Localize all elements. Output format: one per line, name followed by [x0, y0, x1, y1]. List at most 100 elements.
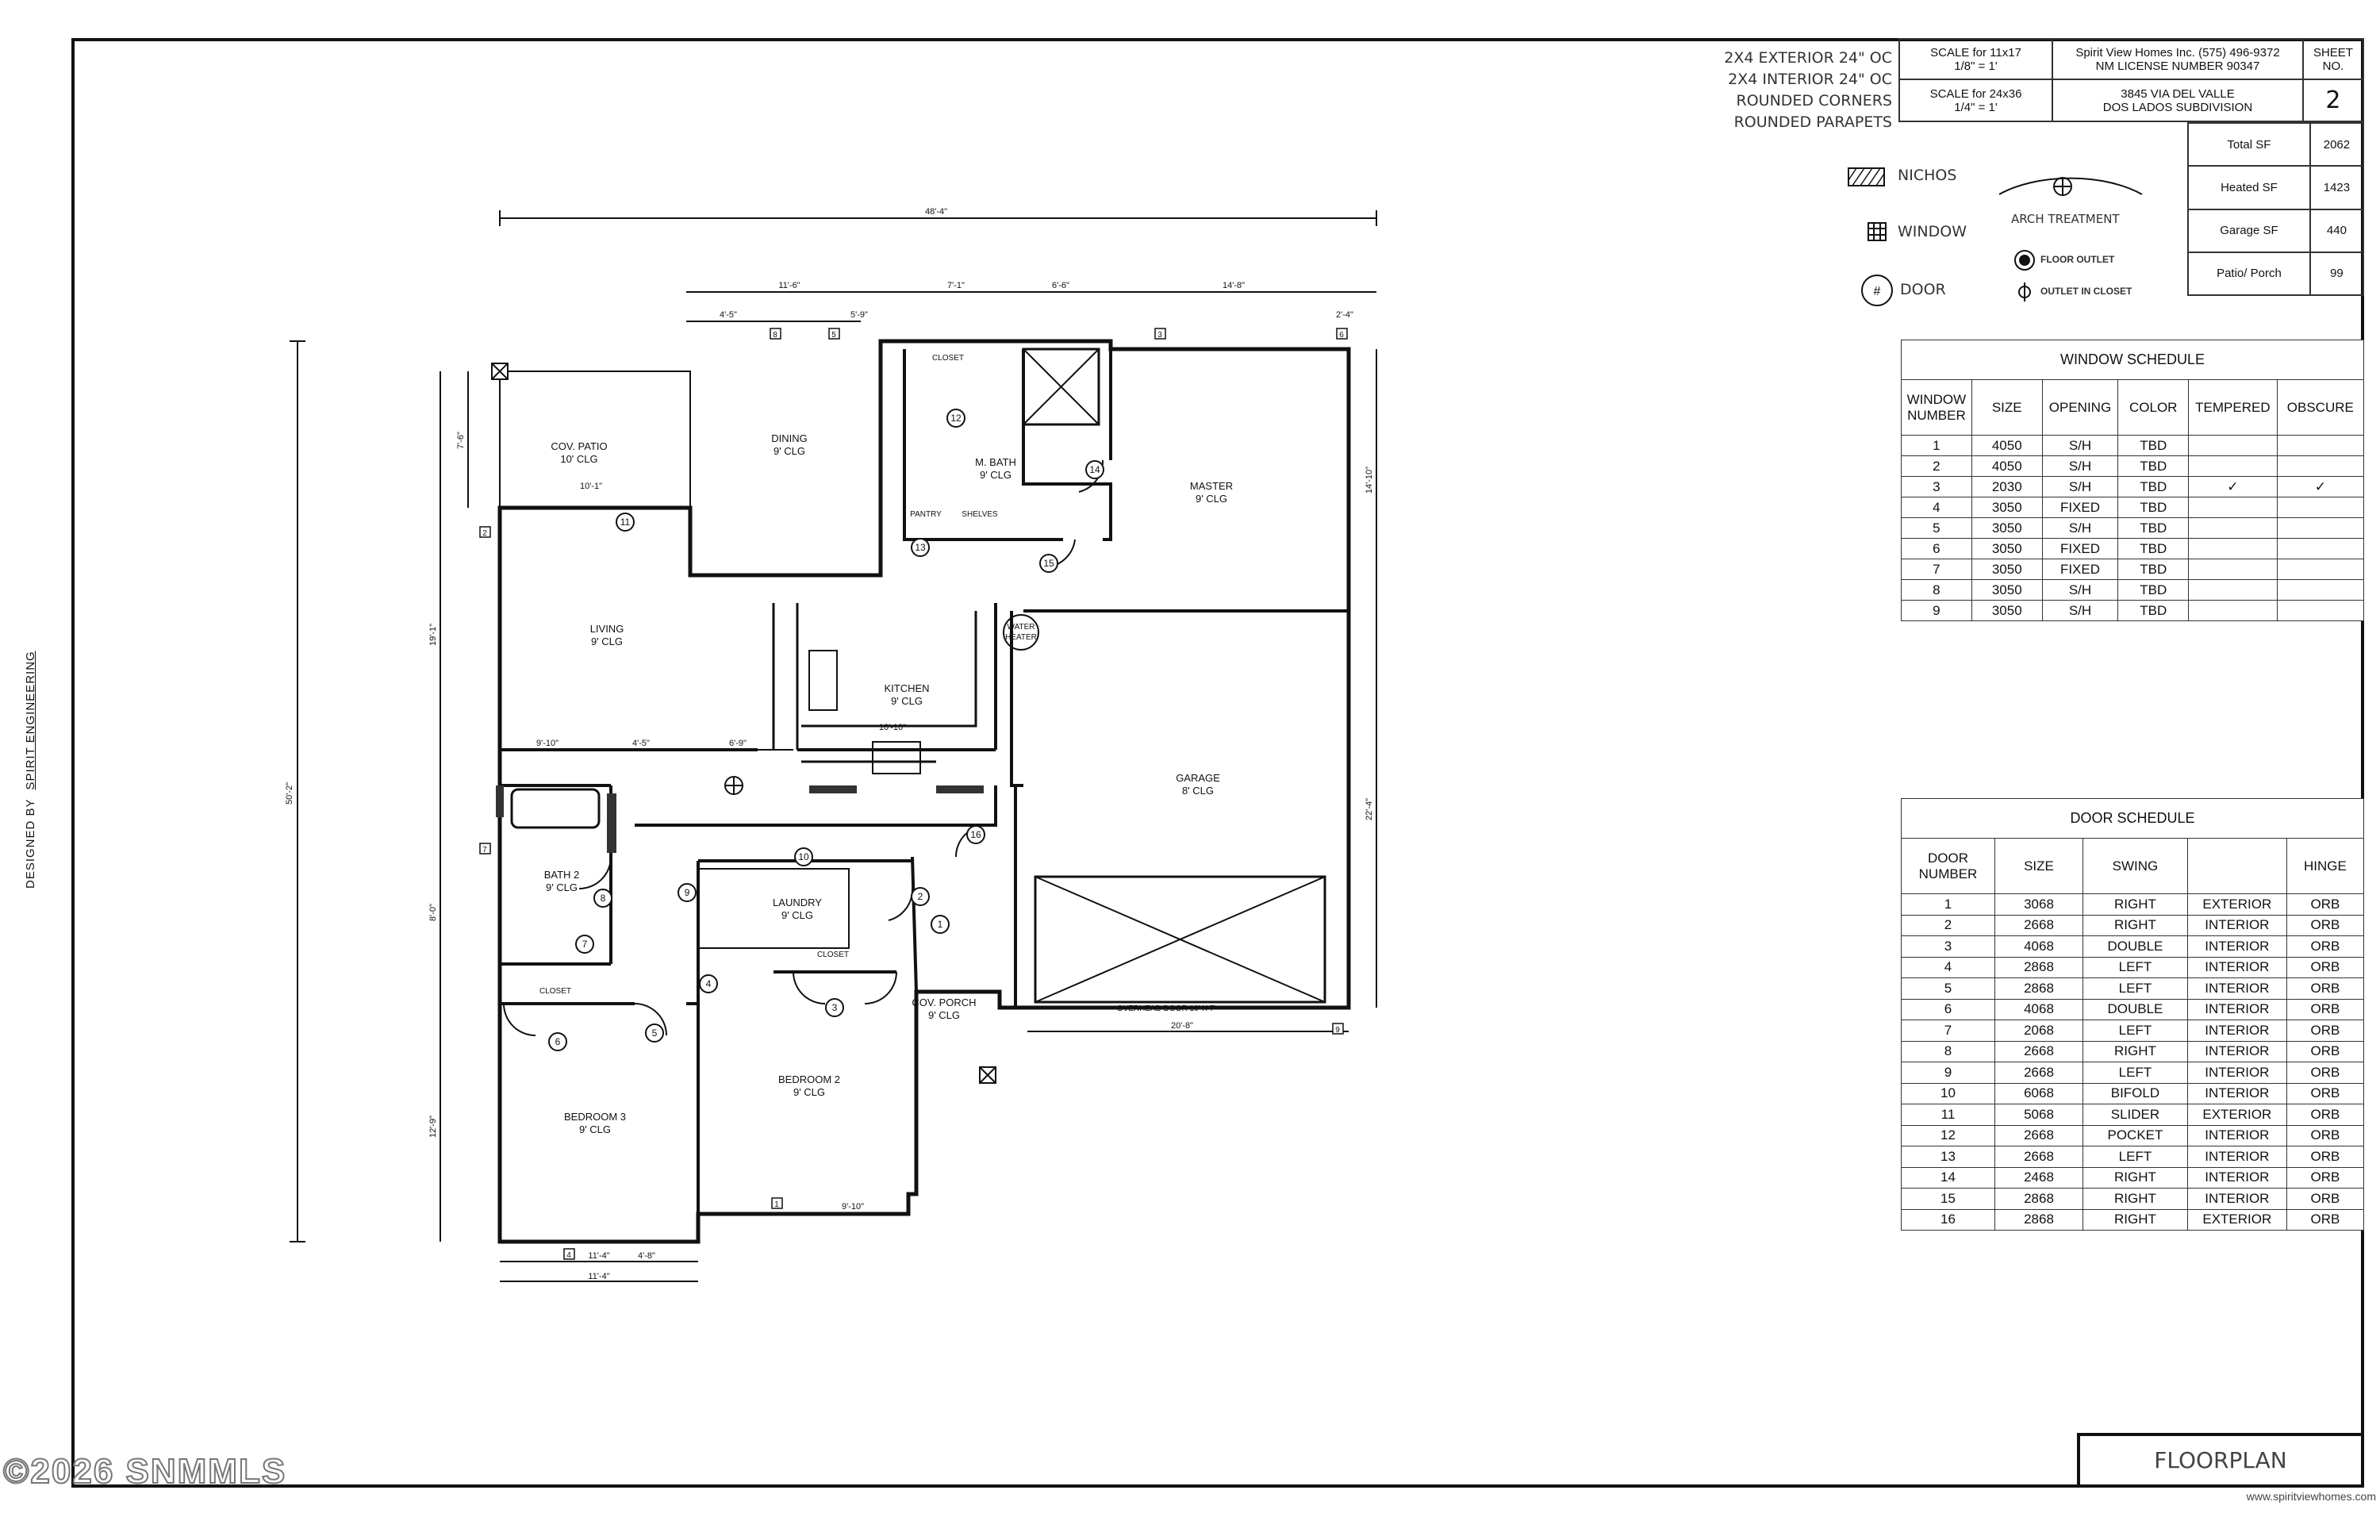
table-cell: RIGHT [2082, 1208, 2188, 1231]
table-cell [2276, 600, 2365, 621]
table-cell: RIGHT [2082, 914, 2188, 936]
table-cell: EXTERIOR [2186, 1208, 2287, 1231]
room-clg: 9' CLG [579, 1123, 611, 1135]
room-name: BEDROOM 3 [564, 1111, 626, 1123]
table-cell: ORB [2286, 893, 2365, 916]
table-cell: INTERIOR [2186, 1040, 2287, 1062]
table-cell [2188, 579, 2278, 601]
drawing-sheet-border [71, 38, 2364, 1488]
table-cell: 4050 [1971, 455, 2043, 477]
table-cell: TBD [2117, 600, 2190, 621]
address: 3845 VIA DEL VALLE [2121, 86, 2235, 101]
table-cell: RIGHT [2082, 1188, 2188, 1210]
legend-nichos: NICHOS [1898, 167, 1957, 184]
door-tag: 3 [832, 1002, 838, 1013]
table-cell: INTERIOR [2186, 1082, 2287, 1104]
table-cell [2188, 538, 2278, 559]
door-tag: 16 [970, 829, 981, 840]
sheet-number: 2 [2301, 79, 2365, 122]
legend-closet-outlet: OUTLET IN CLOSET [2040, 286, 2132, 297]
legend-arch: ARCH TREATMENT [2011, 212, 2120, 226]
copyright-watermark: ©2026 SNMMLS [2, 1451, 287, 1492]
table-cell: 2 [1901, 455, 1972, 477]
note-line: ROUNDED CORNERS [1736, 92, 1893, 109]
table-cell: ✓ [2188, 476, 2278, 497]
table-cell: ORB [2286, 1020, 2365, 1042]
table-cell [2276, 538, 2365, 559]
table-cell: LEFT [2082, 1020, 2188, 1042]
table-cell: INTERIOR [2186, 1146, 2287, 1168]
table-cell: DOUBLE [2082, 998, 2188, 1020]
table-cell: 3050 [1971, 538, 2043, 559]
table-cell: 3 [1901, 476, 1972, 497]
window-tag: 7 [482, 846, 487, 854]
table-cell: S/H [2041, 579, 2119, 601]
room-clg: 9' CLG [774, 445, 805, 457]
table-cell: INTERIOR [2186, 1166, 2287, 1189]
table-cell: RIGHT [2082, 893, 2188, 916]
table-cell: 8 [1901, 1040, 1995, 1062]
svg-text:4'-8": 4'-8" [638, 1251, 655, 1261]
nicho [496, 785, 504, 817]
door-tag: 9 [685, 887, 690, 898]
kitchen-counter [772, 603, 977, 763]
table-cell: 2668 [1994, 1062, 2084, 1084]
cov-patio-outline [499, 371, 691, 509]
room-name: LAUNDRY [773, 897, 822, 908]
table-cell: ORB [2286, 998, 2365, 1020]
table-cell: 3068 [1994, 893, 2084, 916]
svg-text:11'-4": 11'-4" [588, 1251, 609, 1261]
garage-door-label: OVERHEAD DOOR 16' X 7' [1117, 1004, 1216, 1013]
table-cell [2276, 579, 2365, 601]
window-schedule-title: WINDOW SCHEDULE [1901, 340, 2364, 380]
table-cell: 4050 [1971, 435, 2043, 456]
room-clg: 9' CLG [891, 695, 923, 707]
table-cell: 7 [1901, 1020, 1995, 1042]
license-number: NM LICENSE NUMBER 90347 [2095, 59, 2260, 73]
table-cell: TBD [2117, 517, 2190, 539]
table-cell: 2668 [1994, 1146, 2084, 1168]
table-cell: 3050 [1971, 579, 2043, 601]
table-cell: INTERIOR [2186, 935, 2287, 958]
room-clg: 9' CLG [980, 469, 1012, 481]
table-cell: 6068 [1994, 1082, 2084, 1104]
svg-text:7'-6": 7'-6" [456, 432, 466, 449]
table-cell: 12 [1901, 1124, 1995, 1146]
table-cell: EXTERIOR [2186, 1104, 2287, 1126]
table-cell: LEFT [2082, 1146, 2188, 1168]
water-heater [1003, 614, 1039, 651]
table-cell: ORB [2286, 1146, 2365, 1168]
sheet-title: FLOORPLAN [2077, 1433, 2364, 1488]
door-tag: 12 [950, 413, 962, 424]
table-cell: 4068 [1994, 998, 2084, 1020]
table-cell: ORB [2286, 1104, 2365, 1126]
table-cell: ORB [2286, 1188, 2365, 1210]
table-cell: ORB [2286, 1166, 2365, 1189]
table-cell: 16 [1901, 1208, 1995, 1231]
svg-text:7'-1": 7'-1" [947, 281, 965, 290]
note-line: ROUNDED PARAPETS [1733, 113, 1892, 131]
room-name: MASTER [1190, 480, 1233, 492]
legend-door: DOOR [1900, 281, 1946, 298]
kitchen-sink [808, 650, 838, 711]
table-cell: S/H [2041, 476, 2119, 497]
legend-floor-outlet: FLOOR OUTLET [2040, 254, 2115, 265]
table-cell: ORB [2286, 1124, 2365, 1146]
svg-text:2'-4": 2'-4" [1336, 310, 1353, 320]
website: www.spiritviewhomes.com [2246, 1490, 2376, 1503]
shower [1022, 348, 1100, 426]
legend-window: WINDOW [1898, 223, 1967, 240]
door-legend-icon [1861, 275, 1893, 306]
table-cell [2276, 559, 2365, 580]
table-cell: 3 [1901, 935, 1995, 958]
svg-text:14'-8": 14'-8" [1223, 281, 1245, 290]
room-clg: 10' CLG [560, 453, 597, 465]
